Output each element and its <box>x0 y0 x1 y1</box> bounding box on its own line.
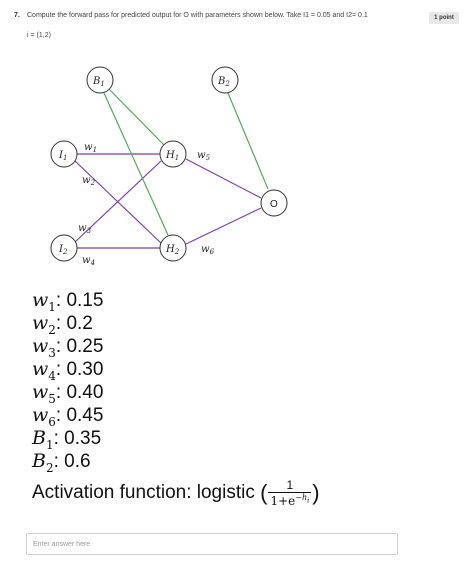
question-subtext: i = (1,2) <box>27 32 51 39</box>
svg-text:B2: B2 <box>217 76 230 88</box>
edge-b2-o <box>227 92 269 190</box>
parameter-list: w1: 0.15 w2: 0.2 w3: 0.25 w4: 0.30 w5: 0… <box>32 289 104 475</box>
param-row-w2: w2: 0.2 <box>32 312 93 337</box>
param-row-w3: w3: 0.25 <box>32 335 104 360</box>
weight-label-w2: w2 <box>82 175 96 187</box>
question-number: 7. <box>14 12 20 19</box>
edge-i2-h1 <box>74 160 162 243</box>
question-text: Compute the forward pass for predicted o… <box>27 12 368 19</box>
weight-label-w3: w3 <box>78 223 92 235</box>
neural-network-diagram: B1 B2 I1 I2 H1 H2 O w1 w2 w3 w4 w5 w6 <box>50 66 288 267</box>
edge-b1-h1 <box>107 87 165 146</box>
weight-label-w1: w1 <box>84 142 97 154</box>
points-badge: 1 point <box>429 12 459 24</box>
svg-text:H2: H2 <box>165 244 180 256</box>
param-row-w6: w6: 0.45 <box>32 404 104 429</box>
node-b1: B1 <box>86 66 114 94</box>
svg-text:O: O <box>270 199 278 210</box>
close-paren: ) <box>312 480 320 505</box>
node-o: O <box>260 189 288 217</box>
open-paren: ( <box>260 480 268 505</box>
weight-label-w4: w4 <box>82 255 95 267</box>
node-h1: H1 <box>159 140 187 168</box>
edge-h1-o <box>185 158 262 199</box>
param-row-w1: w1: 0.15 <box>32 289 104 314</box>
svg-text:I1: I1 <box>58 150 67 162</box>
weight-label-w5: w5 <box>197 150 211 162</box>
weight-label-w6: w6 <box>201 244 215 256</box>
param-row-b2: B2: 0.6 <box>32 450 91 475</box>
param-row-w4: w4: 0.30 <box>32 358 104 383</box>
node-i1: I1 <box>50 140 78 168</box>
edge-b1-h2 <box>103 92 169 236</box>
svg-text:H1: H1 <box>165 150 179 162</box>
node-b2: B2 <box>211 66 239 94</box>
answer-input[interactable] <box>26 533 398 555</box>
activation-label: Activation function: logistic <box>32 482 261 504</box>
param-row-b1: B1: 0.35 <box>32 427 102 452</box>
node-i2: I2 <box>50 234 78 262</box>
node-h2: H2 <box>159 234 187 262</box>
svg-text:I2: I2 <box>58 244 68 256</box>
edge-h2-o <box>185 207 262 245</box>
param-row-w5: w5: 0.40 <box>32 381 104 406</box>
svg-text:B1: B1 <box>92 76 105 88</box>
